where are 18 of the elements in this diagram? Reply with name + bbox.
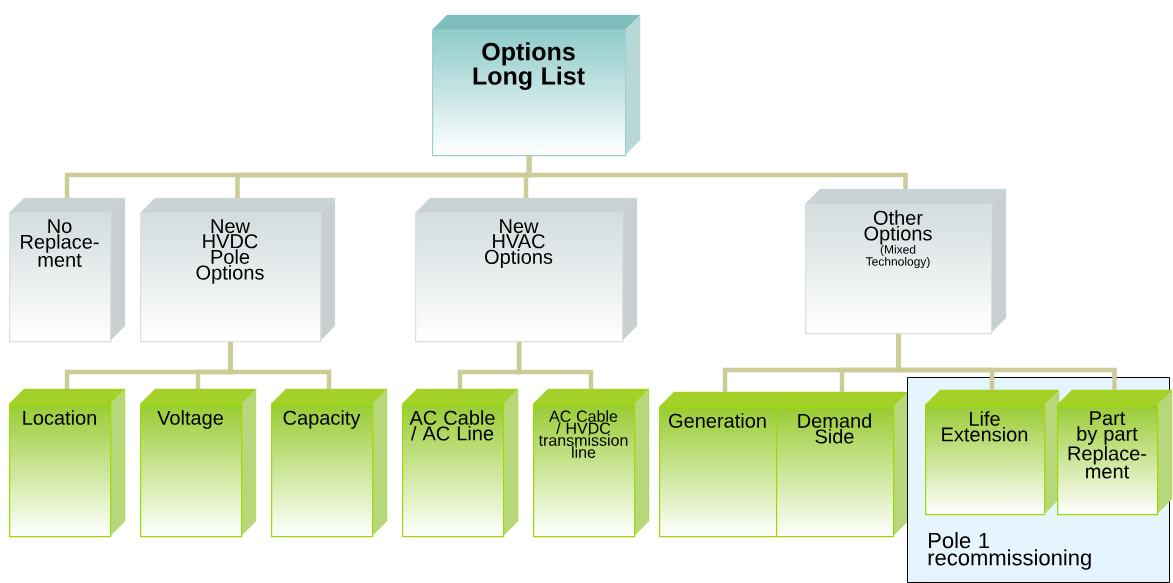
option-box: Capacity bbox=[270, 388, 388, 538]
connector-line bbox=[896, 334, 1117, 390]
option-box: Voltage bbox=[139, 388, 257, 538]
option-box: Life Extension bbox=[924, 389, 1060, 516]
option-box: No Replace-ment bbox=[8, 197, 126, 343]
option-box: AC Cable / AC Line bbox=[401, 388, 519, 538]
option-box: Location bbox=[8, 388, 126, 538]
option-box: Options Long List bbox=[431, 14, 641, 157]
option-box: Generation bbox=[658, 391, 792, 538]
option-box: Part by part Replace-ment bbox=[1056, 389, 1173, 516]
option-box: AC Cable / HVDC transmission line bbox=[532, 388, 650, 538]
connector-line bbox=[228, 342, 332, 389]
option-box: Other Options (Mixed Technology) bbox=[804, 188, 1007, 335]
connector-line bbox=[526, 156, 908, 189]
option-box: New HVDC Pole Options bbox=[139, 197, 336, 343]
connector-line bbox=[516, 342, 594, 389]
option-box: Demand Side bbox=[775, 391, 909, 538]
option-box: New HVAC Options bbox=[414, 197, 638, 343]
